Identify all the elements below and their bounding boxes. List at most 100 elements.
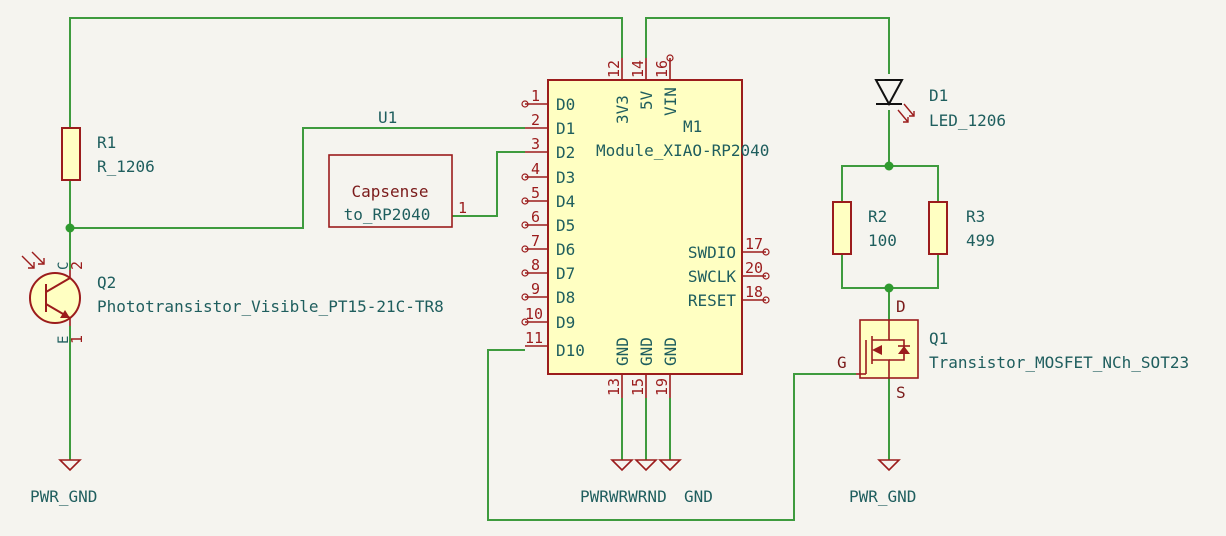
light-arrows-icon bbox=[21, 251, 45, 269]
ground-icon[interactable] bbox=[877, 459, 901, 472]
wire-u1-net[interactable] bbox=[70, 127, 525, 229]
pin-name: D9 bbox=[556, 313, 575, 332]
mosfet-pin-g: G bbox=[837, 353, 847, 372]
pin-number: 19 bbox=[653, 378, 671, 396]
junctions bbox=[65, 161, 894, 293]
pin-number: 20 bbox=[745, 259, 763, 277]
pin-name: D5 bbox=[556, 216, 575, 235]
pin-d5[interactable]: 6 D5 bbox=[521, 208, 575, 235]
pin-name: GND bbox=[637, 337, 656, 366]
led-value: LED_1206 bbox=[929, 111, 1006, 130]
q2-pin-c: C bbox=[56, 262, 72, 270]
pin-gnd-13[interactable]: 13 GND bbox=[605, 337, 632, 398]
capsense-block[interactable]: Capsense to_RP2040 1 bbox=[328, 154, 467, 228]
pin-name: D6 bbox=[556, 240, 575, 259]
pin-d1[interactable]: 2 D1 bbox=[525, 111, 575, 138]
net-label-u1[interactable]: U1 bbox=[378, 108, 397, 127]
power-label-module-overlap: PWRWRWRND bbox=[580, 487, 667, 506]
wire-5v-to-led[interactable] bbox=[645, 17, 890, 74]
pin-unconnected-marker bbox=[762, 296, 770, 304]
pin-number: 15 bbox=[629, 378, 647, 396]
pin-reset[interactable]: 18 RESET bbox=[688, 283, 770, 310]
pin-5v[interactable]: 14 5V bbox=[629, 58, 656, 110]
pin-gnd-19[interactable]: 19 GND bbox=[653, 337, 680, 398]
resistor-r2[interactable]: R2 100 bbox=[832, 201, 897, 255]
phototransistor-body bbox=[29, 272, 81, 324]
module-value: Module_XIAO-RP2040 bbox=[596, 141, 769, 160]
pin-d2[interactable]: 3 D2 bbox=[525, 135, 575, 162]
pin-name: D7 bbox=[556, 264, 575, 283]
module-m1[interactable]: 1 D0 2 D1 3 D2 4 D3 5 bbox=[521, 54, 770, 398]
pin-name: D10 bbox=[556, 341, 585, 360]
pin-gnd-15[interactable]: 15 GND bbox=[629, 337, 656, 398]
pin-d3[interactable]: 4 D3 bbox=[521, 160, 575, 187]
pin-d4[interactable]: 5 D4 bbox=[521, 184, 575, 211]
led-ref: D1 bbox=[929, 86, 948, 105]
pin-number: 18 bbox=[745, 283, 763, 301]
ground-icon[interactable] bbox=[610, 459, 634, 472]
pin-number: 6 bbox=[531, 208, 540, 226]
pin-name: 3V3 bbox=[613, 95, 632, 124]
mosfet-diode-icon bbox=[898, 346, 910, 354]
pin-unconnected-marker bbox=[521, 245, 529, 253]
pin-name: D3 bbox=[556, 168, 575, 187]
led-d1[interactable]: D1 LED_1206 bbox=[874, 79, 1006, 130]
pin-d0[interactable]: 1 D0 bbox=[521, 87, 575, 114]
pin-number: 10 bbox=[525, 305, 543, 323]
phototransistor-q2[interactable]: C 2 E 1 Q2 Phototransistor_Visible_PT15-… bbox=[21, 251, 444, 344]
wire-split-r2-r3-bottom[interactable] bbox=[841, 254, 939, 289]
pin-number: 7 bbox=[531, 232, 540, 250]
pin-number: 17 bbox=[745, 235, 763, 253]
pin-name: D0 bbox=[556, 95, 575, 114]
pin-number: 14 bbox=[629, 60, 647, 78]
resistor-body bbox=[928, 201, 948, 255]
resistor-r3[interactable]: R3 499 bbox=[928, 201, 995, 255]
resistor-ref: R2 bbox=[868, 207, 887, 226]
capsense-label-line1: Capsense bbox=[351, 182, 428, 201]
mosfet-q1[interactable]: D G S Q1 Transistor_MOSFET_NCh_SOT23 bbox=[837, 297, 1189, 402]
module-bottom-pins: 13 GND 15 GND 19 GND bbox=[605, 337, 680, 398]
pin-d9[interactable]: 10 D9 bbox=[521, 305, 575, 332]
pin-swclk[interactable]: 20 SWCLK bbox=[688, 259, 770, 286]
phototransistor-ref: Q2 bbox=[97, 273, 116, 292]
pin-d7[interactable]: 8 D7 bbox=[521, 256, 575, 283]
ground-icon[interactable] bbox=[658, 459, 682, 472]
pin-d8[interactable]: 9 D8 bbox=[521, 280, 575, 307]
mosfet-ref: Q1 bbox=[929, 329, 948, 348]
mosfet-pin-d: D bbox=[896, 297, 906, 316]
ground-icon[interactable] bbox=[634, 459, 658, 472]
junction-dot bbox=[65, 223, 75, 233]
pin-d10[interactable]: 11 D10 bbox=[525, 329, 585, 360]
resistor-body bbox=[832, 201, 852, 255]
pin-number: 9 bbox=[531, 280, 540, 298]
junction-dot bbox=[884, 161, 894, 171]
pin-number: 4 bbox=[531, 160, 540, 178]
wire-3v3-to-r1[interactable] bbox=[69, 17, 623, 128]
pin-name: GND bbox=[661, 337, 680, 366]
wire-split-r2-r3-top[interactable] bbox=[841, 165, 939, 202]
capsense-pin-number: 1 bbox=[458, 199, 467, 217]
resistor-r1[interactable]: R1 R_1206 bbox=[61, 127, 155, 181]
resistor-value: R_1206 bbox=[97, 157, 155, 176]
pin-swdio[interactable]: 17 SWDIO bbox=[688, 235, 770, 262]
resistor-ref: R1 bbox=[97, 133, 116, 152]
pin-number: 13 bbox=[605, 378, 623, 396]
pin-name: 5V bbox=[637, 90, 656, 110]
phototransistor-collector bbox=[45, 277, 71, 293]
wires bbox=[69, 17, 939, 521]
pin-d6[interactable]: 7 D6 bbox=[521, 232, 575, 259]
pin-3v3[interactable]: 12 3V3 bbox=[605, 58, 632, 124]
wire-d10-to-gate[interactable] bbox=[487, 349, 856, 521]
power-label-right: PWR_GND bbox=[849, 487, 916, 506]
module-top-pins: 12 3V3 14 5V 16 VIN bbox=[605, 54, 680, 124]
led-triangle bbox=[874, 79, 904, 107]
pin-vin[interactable]: 16 VIN bbox=[653, 54, 680, 116]
ground-icon[interactable] bbox=[58, 459, 82, 472]
pin-number: 3 bbox=[531, 135, 540, 153]
resistor-body bbox=[61, 127, 81, 181]
pin-number: 11 bbox=[525, 329, 543, 347]
pin-unconnected-marker bbox=[521, 269, 529, 277]
pin-unconnected-marker bbox=[521, 197, 529, 205]
wire-capsense-to-d2[interactable] bbox=[452, 151, 525, 217]
